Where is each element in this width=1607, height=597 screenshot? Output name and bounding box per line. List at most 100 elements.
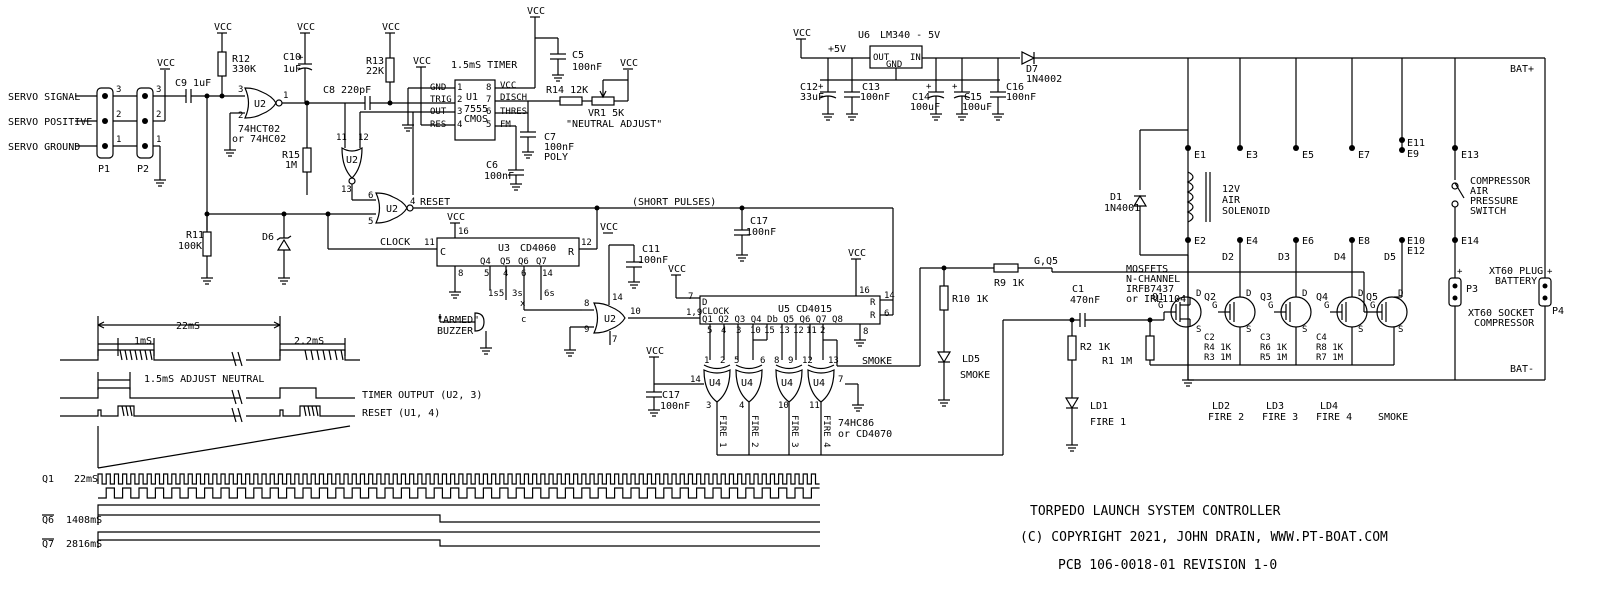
svg-text:E4: E4 bbox=[1246, 236, 1258, 247]
svg-text:R6 1K: R6 1K bbox=[1260, 343, 1288, 353]
svg-text:R11: R11 bbox=[186, 230, 204, 241]
svg-text:BAT+: BAT+ bbox=[1510, 64, 1534, 75]
svg-text:D6: D6 bbox=[262, 232, 274, 243]
svg-text:+: + bbox=[818, 82, 824, 92]
svg-text:D: D bbox=[1196, 289, 1201, 299]
svg-text:VCC: VCC bbox=[447, 212, 465, 223]
svg-text:4: 4 bbox=[739, 401, 744, 411]
svg-text:+: + bbox=[952, 82, 958, 92]
svg-text:U2: U2 bbox=[604, 314, 616, 325]
svg-text:100nF: 100nF bbox=[746, 227, 776, 238]
svg-text:16: 16 bbox=[458, 227, 469, 237]
svg-text:CMOS: CMOS bbox=[464, 114, 488, 125]
svg-text:C10: C10 bbox=[283, 52, 301, 63]
svg-text:Q1 Q2 Q3 Q4 Db Q5 Q6 Q: Q1 Q2 Q3 Q4 Db Q5 Q6 Q7 Q8 bbox=[702, 315, 843, 325]
svg-text:POLY: POLY bbox=[544, 152, 568, 163]
svg-text:2: 2 bbox=[720, 356, 725, 366]
svg-text:1: 1 bbox=[704, 356, 709, 366]
svg-text:2: 2 bbox=[238, 111, 243, 121]
output-terminals: E1 E3 E5 E7 E11 E9 E13 D1 1N4001 12V AIR… bbox=[1104, 58, 1531, 380]
shift-register-u5: D CLOCK Q1 Q2 Q3 Q4 Db Q5 Q6 Q7 Q8 U5 CD… bbox=[668, 248, 920, 367]
svg-text:100nF: 100nF bbox=[484, 171, 514, 182]
svg-text:C14: C14 bbox=[912, 92, 930, 103]
svg-text:U4: U4 bbox=[709, 378, 721, 389]
svg-text:R13: R13 bbox=[366, 56, 384, 67]
svg-text:C15: C15 bbox=[964, 92, 982, 103]
svg-text:U2: U2 bbox=[386, 204, 398, 215]
svg-text:100uF: 100uF bbox=[910, 102, 940, 113]
svg-text:22K: 22K bbox=[366, 66, 384, 77]
svg-text:AIR: AIR bbox=[1222, 195, 1241, 206]
wave-q1 bbox=[97, 473, 820, 485]
svg-text:14: 14 bbox=[542, 269, 553, 279]
svg-text:C2: C2 bbox=[1204, 333, 1215, 343]
svg-text:VCC: VCC bbox=[527, 6, 545, 17]
svg-text:FM: FM bbox=[500, 120, 511, 130]
svg-text:8: 8 bbox=[458, 269, 463, 279]
svg-text:7: 7 bbox=[486, 95, 491, 105]
svg-text:CLOCK: CLOCK bbox=[702, 307, 730, 317]
svg-text:VCC: VCC bbox=[668, 264, 686, 275]
svg-text:330K: 330K bbox=[232, 64, 256, 75]
svg-text:or CD4070: or CD4070 bbox=[838, 429, 892, 440]
reset-logic: 11 12 13 U2 6 5 4 U2 RESET (SHORT PULSES… bbox=[178, 103, 894, 301]
svg-text:LM340 - 5V: LM340 - 5V bbox=[880, 30, 940, 41]
svg-text:E14: E14 bbox=[1461, 236, 1479, 247]
svg-text:Q6: Q6 bbox=[42, 515, 54, 526]
svg-text:R8 1K: R8 1K bbox=[1316, 343, 1344, 353]
svg-text:1408mS: 1408mS bbox=[66, 515, 102, 526]
svg-text:CD4060: CD4060 bbox=[520, 243, 556, 254]
svg-text:R: R bbox=[568, 247, 575, 258]
svg-text:Q5: Q5 bbox=[500, 257, 511, 267]
svg-text:74HC86: 74HC86 bbox=[838, 418, 874, 429]
svg-text:13: 13 bbox=[779, 326, 790, 336]
svg-text:12: 12 bbox=[793, 326, 804, 336]
svg-text:R7 1M: R7 1M bbox=[1316, 353, 1344, 363]
battery-connectors: + P3 + P4 XT60 PLUG BATTERY XT60 SOCKET … bbox=[1188, 57, 1564, 381]
svg-text:+: + bbox=[298, 53, 304, 63]
svg-text:SMOKE: SMOKE bbox=[1378, 412, 1408, 423]
svg-text:OUT: OUT bbox=[873, 53, 890, 63]
svg-text:VCC: VCC bbox=[793, 28, 811, 39]
svg-text:470nF: 470nF bbox=[1070, 295, 1100, 306]
svg-text:Q1: Q1 bbox=[42, 474, 54, 485]
svg-text:10: 10 bbox=[750, 326, 761, 336]
svg-text:9: 9 bbox=[584, 325, 589, 335]
svg-text:3: 3 bbox=[736, 326, 741, 336]
svg-text:XT60 PLUG: XT60 PLUG bbox=[1489, 266, 1543, 277]
svg-text:S: S bbox=[1196, 325, 1201, 335]
svg-text:RESET (U1, 4): RESET (U1, 4) bbox=[362, 408, 440, 419]
label-p1: P1 bbox=[98, 164, 110, 175]
svg-text:E13: E13 bbox=[1461, 150, 1479, 161]
svg-text:P4: P4 bbox=[1552, 306, 1564, 317]
svg-text:"ARMED": "ARMED" bbox=[437, 315, 479, 326]
label-p2: P2 bbox=[137, 164, 149, 175]
timing-diagram: 22mS 1mS 2.2mS 1.5mS ADJUST NEUTRAL TIME… bbox=[42, 316, 820, 550]
svg-text:E6: E6 bbox=[1302, 236, 1314, 247]
svg-text:E11: E11 bbox=[1407, 138, 1425, 149]
svg-text:12: 12 bbox=[581, 238, 592, 248]
svg-text:22mS: 22mS bbox=[176, 321, 200, 332]
wave-q1-inverse bbox=[98, 487, 820, 499]
svg-text:D3: D3 bbox=[1278, 252, 1290, 263]
svg-text:FIRE 4: FIRE 4 bbox=[1316, 412, 1352, 423]
mosfet-drivers: MOSFETS N-CHANNEL IRFB7437 or IRL1104 D … bbox=[1052, 240, 1408, 423]
svg-text:E5: E5 bbox=[1302, 150, 1314, 161]
svg-text:LD5: LD5 bbox=[962, 354, 980, 365]
svg-text:+5V: +5V bbox=[828, 44, 846, 55]
svg-text:x: x bbox=[520, 299, 526, 309]
svg-text:3: 3 bbox=[156, 85, 161, 95]
svg-text:11: 11 bbox=[806, 326, 817, 336]
svg-text:FIRE 1: FIRE 1 bbox=[717, 415, 727, 448]
svg-text:C6: C6 bbox=[486, 160, 498, 171]
svg-text:D7: D7 bbox=[1026, 64, 1038, 75]
svg-text:U6: U6 bbox=[858, 30, 870, 41]
svg-text:SOLENOID: SOLENOID bbox=[1222, 206, 1270, 217]
svg-text:Q4: Q4 bbox=[1316, 292, 1328, 303]
label-servo-ground: SERVO GROUND bbox=[8, 142, 80, 153]
svg-text:R9 1K: R9 1K bbox=[994, 278, 1024, 289]
svg-text:15: 15 bbox=[764, 326, 775, 336]
svg-text:100nF: 100nF bbox=[1006, 92, 1036, 103]
svg-text:Q6: Q6 bbox=[518, 257, 529, 267]
svg-text:COMPRESSOR: COMPRESSOR bbox=[1474, 318, 1535, 329]
